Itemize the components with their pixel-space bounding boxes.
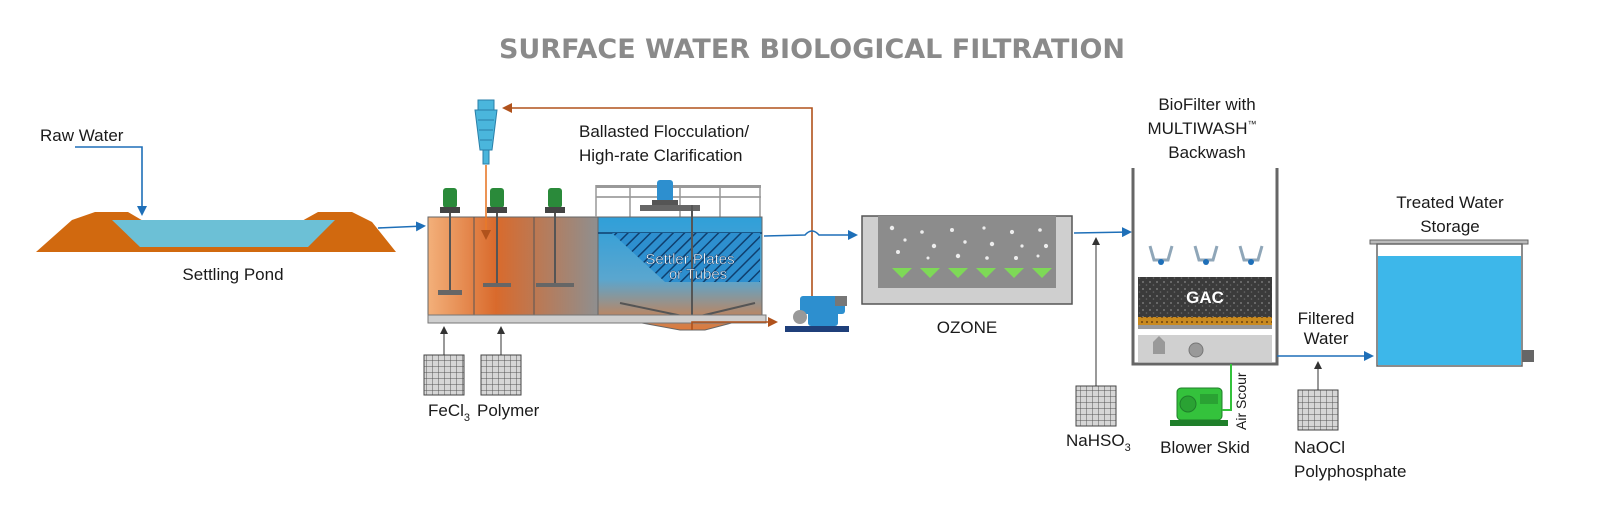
clarification-label-line2: High-rate Clarification <box>579 146 742 165</box>
recirculation-pump-skid <box>785 296 849 332</box>
biofilter-label-line1: BioFilter with <box>1158 95 1255 114</box>
naocl-label: NaOCl <box>1294 438 1345 457</box>
mixer-1 <box>438 188 462 295</box>
ozone-label: OZONE <box>937 318 997 337</box>
raw-water-label: Raw Water <box>40 126 124 145</box>
biofilter-label-line2: MULTIWASH™ <box>1147 119 1256 138</box>
pond-to-flocc-pipe <box>377 221 426 232</box>
air-scour-label: Air Scour <box>1233 372 1249 430</box>
ozone-contactor <box>861 215 1073 305</box>
settler-plates-label-line1: Settler Plates <box>645 251 734 268</box>
sludge-recycle-pipe <box>502 103 813 296</box>
raw-water-pipe <box>75 146 147 216</box>
settling-pond-label: Settling Pond <box>182 265 283 284</box>
blower-skid-label: Blower Skid <box>1160 438 1250 457</box>
biofilter <box>1131 168 1279 366</box>
settler-plates-label-line2: or Tubes <box>669 266 727 283</box>
blower-skid <box>1170 387 1228 426</box>
sludge-to-pump-pipe <box>691 317 778 330</box>
treated-water-storage-tank <box>1369 239 1534 367</box>
gac-label: GAC <box>1186 288 1224 307</box>
storage-label-line2: Storage <box>1420 217 1480 236</box>
air-scour-pipe <box>1222 364 1232 411</box>
settling-pond <box>36 212 396 252</box>
nahso3-label: NaHSO3 <box>1066 431 1131 454</box>
hydrocyclone <box>474 99 498 165</box>
mixer-2 <box>483 188 511 287</box>
clarifier-tank <box>595 180 763 331</box>
fecl3-label: FeCl3 <box>428 401 470 424</box>
ozone-to-biofilter-pipe <box>1073 227 1132 238</box>
backwash-troughs <box>1148 245 1264 265</box>
filtered-water-label-line2: Water <box>1304 329 1349 348</box>
polymer-tote <box>480 326 522 396</box>
naocl-tote <box>1297 361 1339 431</box>
nahso3-tote <box>1075 237 1117 427</box>
clarifier-to-ozone-pipe <box>763 230 858 240</box>
filtered-water-label-line1: Filtered <box>1298 309 1355 328</box>
fecl3-tote <box>423 326 465 396</box>
diagram-title: SURFACE WATER BIOLOGICAL FILTRATION <box>499 34 1125 65</box>
flocculation-tank <box>427 188 599 316</box>
clarification-label-line1: Ballasted Flocculation/ <box>579 122 749 141</box>
polymer-label: Polymer <box>477 401 540 420</box>
polyphosphate-label: Polyphosphate <box>1294 462 1406 481</box>
flocc-clarifier-base <box>427 314 767 324</box>
biofilter-label-line3: Backwash <box>1168 143 1245 162</box>
storage-label-line1: Treated Water <box>1396 193 1504 212</box>
mixer-3 <box>536 188 574 287</box>
